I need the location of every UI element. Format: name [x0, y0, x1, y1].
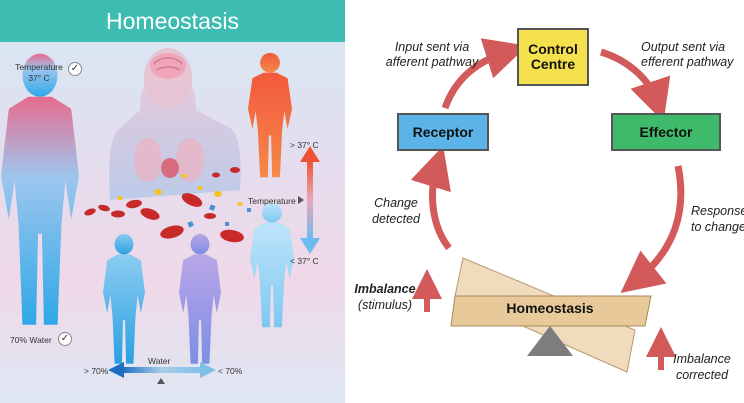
control-centre-box: Control Centre	[517, 28, 589, 86]
feedback-loop-diagram: Control Centre Receptor Effector Input s…	[345, 0, 744, 403]
page-title: Homeostasis	[0, 0, 345, 42]
temperature-axis-label: Temperature	[248, 196, 296, 206]
level-beam	[450, 295, 652, 327]
water-label: 70% Water	[10, 335, 52, 345]
change-line-2: detected	[372, 212, 420, 226]
above-water-label: > 70%	[84, 366, 109, 376]
receptor-box: Receptor	[397, 113, 489, 151]
water-axis-label: Water	[148, 356, 171, 366]
output-line-2: efferent pathway	[641, 55, 734, 69]
change-detected-arrow	[410, 145, 452, 251]
below-temp-label: < 37° C	[290, 256, 319, 266]
input-line-1: Input sent via	[394, 40, 470, 54]
temperature-label: Temperature	[15, 62, 63, 72]
homeostasis-beam-label: Homeostasis	[506, 300, 594, 316]
imbalance-corrected-line-2: corrected	[675, 368, 729, 382]
above-temp-label: > 37° C	[290, 140, 319, 150]
imbalance-corrected-line-1: Imbalance	[673, 352, 731, 366]
feedback-loop-art	[410, 38, 685, 373]
body-illustration	[0, 48, 320, 384]
effector-box: Effector	[611, 113, 721, 151]
change-line-1: Change	[374, 196, 418, 210]
efferent-arrow	[599, 48, 671, 122]
output-line-1: Output sent via	[641, 40, 726, 54]
temperature-value: 37° C	[28, 73, 50, 83]
input-line-2: afferent pathway	[385, 55, 479, 69]
response-arrow	[620, 165, 685, 294]
imbalance-stimulus-line-1: Imbalance	[354, 282, 416, 296]
response-line-1: Response	[691, 204, 744, 218]
water-check-icon: ✓	[58, 332, 72, 346]
fulcrum	[527, 326, 573, 356]
temperature-check-icon: ✓	[68, 62, 82, 76]
below-water-label: < 70%	[218, 366, 243, 376]
left-illustration-panel: Homeostasis Temperature 37° C ✓ > 37° C …	[0, 0, 345, 403]
response-line-2: to change	[691, 220, 744, 234]
imbalance-stimulus-line-2: (stimulus)	[357, 298, 413, 312]
afferent-arrow	[441, 38, 528, 110]
